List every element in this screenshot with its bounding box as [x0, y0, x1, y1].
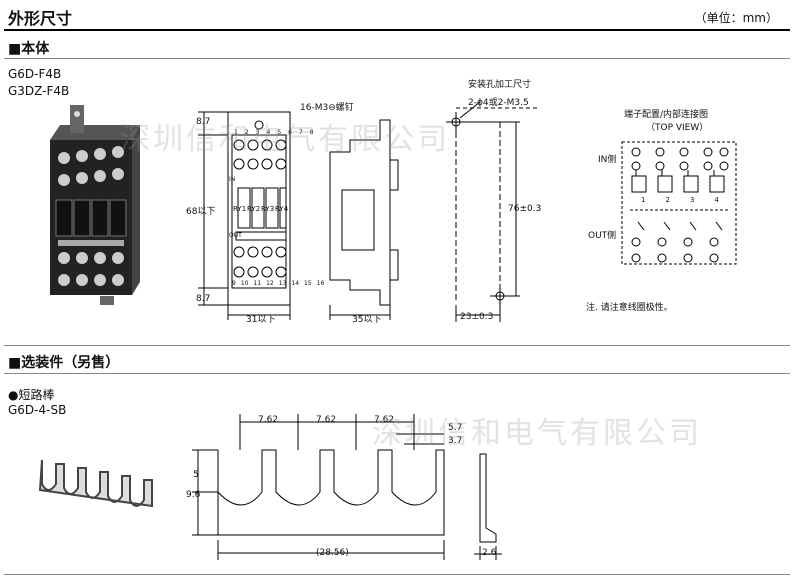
section-main-body-title: ■本体 [8, 41, 50, 57]
terminal-number: 1 [234, 129, 238, 136]
dim-front-width: 31以下 [246, 315, 276, 325]
schematic-out-side: OUT侧 [588, 231, 617, 241]
relay-label-3: RY3 [261, 205, 275, 213]
dim-bottom-height: 8.7 [196, 294, 211, 304]
relay-label-4: RY4 [275, 205, 289, 213]
short-bar-side-view [474, 453, 502, 560]
dim-slot-height: 5 [193, 470, 199, 480]
product-illustration [50, 105, 140, 305]
short-bar-illustration [38, 459, 153, 508]
terminal-number: 6 [288, 129, 292, 136]
terminal-number: 4 [266, 129, 271, 136]
short-bar-drawing [192, 414, 445, 560]
terminal-number: 7 [298, 129, 303, 136]
dim-3-7: 3.7 [448, 436, 463, 446]
terminal-number: 11 [253, 280, 262, 287]
terminal-number: 15 [304, 280, 312, 287]
unit-label: （单位：mm） [694, 11, 778, 25]
terminal-number: 9 [232, 280, 236, 287]
watermark-text: 深圳信和电气有限公司 [372, 416, 702, 451]
dim-5-7: 5.7 [448, 423, 463, 433]
dim-pitch-3: 7.62 [374, 415, 395, 425]
front-view-drawing [198, 111, 291, 320]
terminal-number: 12 [266, 280, 274, 287]
section2-rule [4, 373, 790, 374]
dim-hole-span: 76±0.3 [508, 204, 542, 214]
terminal-number: 3 [255, 129, 260, 136]
terminal-number: 5 [277, 129, 282, 136]
channel-number: 3 [689, 196, 695, 204]
channel-number: 4 [714, 196, 719, 204]
bottom-rule [4, 574, 790, 575]
mount-hole-title: 安装孔加工尺寸 [468, 80, 532, 90]
in-label: IN [229, 176, 236, 183]
schematic-title: 端子配置/内部连接图 [624, 110, 709, 120]
dim-pitch-2: 7.62 [316, 415, 337, 425]
option-model: G6D-4-SB [8, 403, 67, 417]
page-title: 外形尺寸 [8, 9, 73, 28]
dim-total-length: (28.56) [316, 548, 349, 558]
schematic-diagram [621, 141, 737, 265]
schematic-subtitle: （TOP VIEW） [646, 123, 709, 133]
terminal-row-bottom: 9 10 11 12 13 14 15 16 [232, 280, 324, 287]
mount-hole-drawing [446, 101, 540, 322]
side-view-drawing [329, 119, 399, 320]
model-name-1: G6D-F4B [8, 67, 62, 81]
dim-body-height: 68以下 [186, 207, 216, 217]
out-label: OUT [229, 232, 242, 239]
schematic-channel-numbers: 1 2 3 4 [641, 196, 719, 204]
title-rule [4, 29, 790, 31]
channel-number: 2 [665, 196, 670, 204]
terminal-number: 13 [278, 280, 287, 287]
screw-callout: 16-M3⊖螺钉 [300, 103, 354, 113]
relay-label-1: RY1 [233, 205, 247, 213]
section1-rule [4, 58, 790, 59]
dim-bar-height: 9.6 [186, 490, 201, 500]
terminal-number: 2 [244, 129, 249, 136]
dim-top-height: 8.7 [196, 117, 211, 127]
dim-thickness: 2.6 [482, 548, 497, 558]
section2-top-rule [4, 345, 790, 346]
relay-label-2: RY2 [247, 205, 261, 213]
coil-polarity-note: 注. 请注意线圈极性。 [586, 303, 673, 313]
dim-hole-width: 23±0.3 [460, 312, 494, 322]
dim-pitch-1: 7.62 [258, 415, 279, 425]
channel-number: 1 [641, 196, 646, 204]
model-name-2: G3DZ-F4B [8, 84, 70, 98]
mount-hole-spec: 2-ϕ4或2-M3.5 [468, 98, 529, 108]
terminal-row-top: 1 2 3 4 5 6 7 8 [234, 129, 314, 136]
terminal-number: 14 [291, 280, 300, 287]
schematic-in-side: IN侧 [598, 155, 617, 165]
option-item: ●短路棒 [8, 388, 55, 402]
terminal-number: 16 [316, 280, 325, 287]
section-options-title: ■选装件（另售） [8, 355, 120, 371]
watermark-text: 深圳信和电气有限公司 [120, 122, 450, 157]
dim-side-width: 35以下 [352, 315, 382, 325]
terminal-number: 10 [240, 280, 249, 287]
terminal-number: 8 [309, 129, 314, 136]
